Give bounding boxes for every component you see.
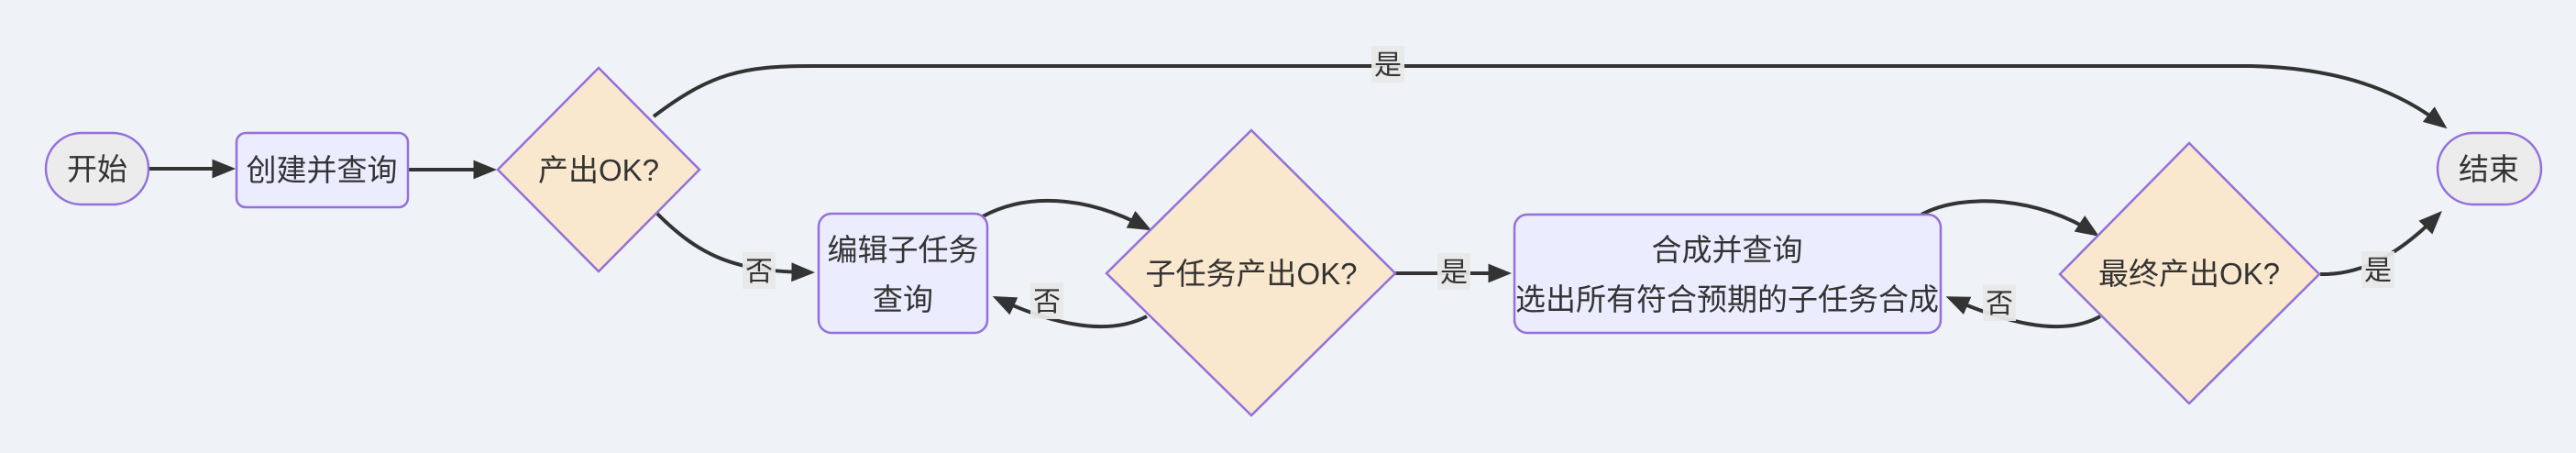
node-final-ok-shape	[2058, 141, 2321, 405]
node-final-ok: 最终产出OK?	[2058, 141, 2321, 405]
edge-label-output-no: 否	[743, 252, 776, 289]
node-subtask-ok-label: 子任务产出OK?	[1145, 257, 1357, 291]
node-final-ok-label: 最终产出OK?	[2098, 257, 2280, 291]
edge-output-no-to-edit	[654, 210, 815, 282]
edge-labels-layer: 是 否 否 是 否 是	[743, 46, 2394, 321]
edge-label-text: 否	[745, 257, 773, 287]
edge-label-subtask-no: 否	[1030, 282, 1063, 319]
edge-label-final-no: 否	[1983, 284, 2016, 321]
edge-label-bg	[2361, 251, 2394, 288]
node-create-query-label: 创建并查询	[247, 153, 398, 187]
node-output-ok-shape	[496, 66, 701, 273]
nodes-layer: 开始 创建并查询 产出OK? 编辑子任务 查询 子任务产出OK? 合成并查询 选…	[44, 66, 2543, 417]
node-output-ok: 产出OK?	[496, 66, 701, 273]
edge-output-yes-to-end	[652, 64, 2448, 129]
edge-label-bg	[1030, 282, 1063, 319]
node-end-label: 结束	[2459, 152, 2519, 186]
node-output-ok-label: 产出OK?	[538, 153, 659, 187]
edge-label-bg	[743, 252, 776, 289]
node-edit-subtask-shape	[817, 212, 989, 335]
edge-label-text: 是	[2364, 256, 2392, 286]
node-edit-subtask: 编辑子任务 查询	[817, 212, 989, 335]
edge-label-text: 否	[1033, 287, 1061, 317]
node-create-query: 创建并查询	[235, 131, 410, 209]
edge-label-text: 否	[1986, 289, 2013, 319]
edge-synthesize-to-final-check	[1921, 199, 2099, 237]
node-synthesize-shape	[1513, 213, 1943, 335]
node-subtask-ok: 子任务产出OK?	[1105, 128, 1397, 417]
node-end: 结束	[2436, 131, 2543, 206]
edge-label-subtask-yes: 是	[1437, 253, 1470, 290]
edge-subtask-no-back-to-edit	[992, 296, 1148, 329]
edge-label-final-yes: 是	[2361, 251, 2394, 288]
node-start-label: 开始	[67, 152, 127, 186]
node-synthesize: 合成并查询 选出所有符合预期的子任务合成	[1513, 213, 1943, 335]
edge-label-bg	[1371, 46, 1404, 83]
node-edit-subtask-label-line1: 编辑子任务	[828, 233, 979, 267]
edge-label-bg	[1983, 284, 2016, 321]
node-start-shape	[44, 131, 150, 206]
node-create-query-shape	[235, 131, 410, 209]
edge-label-text: 是	[1374, 50, 1402, 81]
node-synthesize-label-line2: 选出所有符合预期的子任务合成	[1515, 282, 1939, 316]
node-end-shape	[2436, 131, 2543, 206]
node-synthesize-label-line1: 合成并查询	[1652, 233, 1803, 267]
node-start: 开始	[44, 131, 150, 206]
node-subtask-ok-shape	[1105, 128, 1397, 417]
edge-final-no-back-to-synthesize	[1945, 296, 2101, 329]
edge-label-text: 是	[1440, 258, 1468, 288]
node-edit-subtask-label-line2: 查询	[873, 282, 933, 316]
edge-edit-to-subtask-check	[982, 198, 1152, 231]
edge-label-output-yes: 是	[1371, 46, 1404, 83]
edge-label-bg	[1437, 253, 1470, 290]
